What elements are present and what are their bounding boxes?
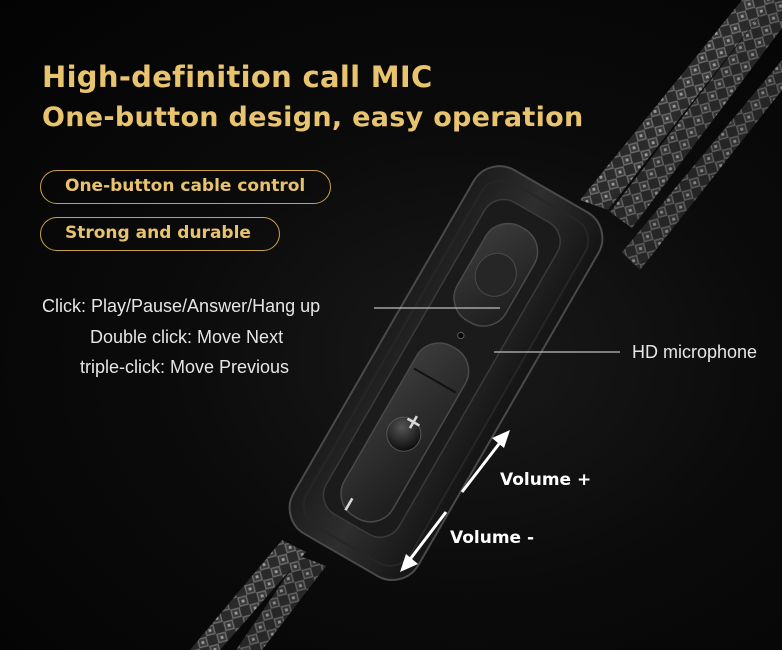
main-button [453, 222, 539, 327]
volume-up-arrow [460, 430, 510, 493]
control-click-text: Click: Play/Pause/Answer/Hang up [42, 296, 321, 316]
volume-rocker [340, 342, 470, 523]
cable-lower [190, 540, 326, 650]
volume-down-label: Volume - [450, 528, 535, 548]
feature-badge-cable-control: One-button cable control [40, 170, 331, 204]
control-triple-click-text: triple-click: Move Previous [80, 357, 290, 377]
headline-subtitle: One-button design, easy operation [42, 102, 584, 133]
volume-up-label: Volume + [500, 470, 592, 490]
microphone-hole [457, 331, 465, 340]
feature-badge-durable: Strong and durable [40, 217, 280, 251]
control-double-click-text: Double click: Move Next [90, 327, 284, 347]
volume-down-arrow [400, 511, 448, 572]
remote-control [288, 165, 604, 581]
headline-title: High-definition call MIC [42, 60, 433, 94]
microphone-label: HD microphone [632, 342, 758, 362]
cable-upper [580, 0, 782, 270]
